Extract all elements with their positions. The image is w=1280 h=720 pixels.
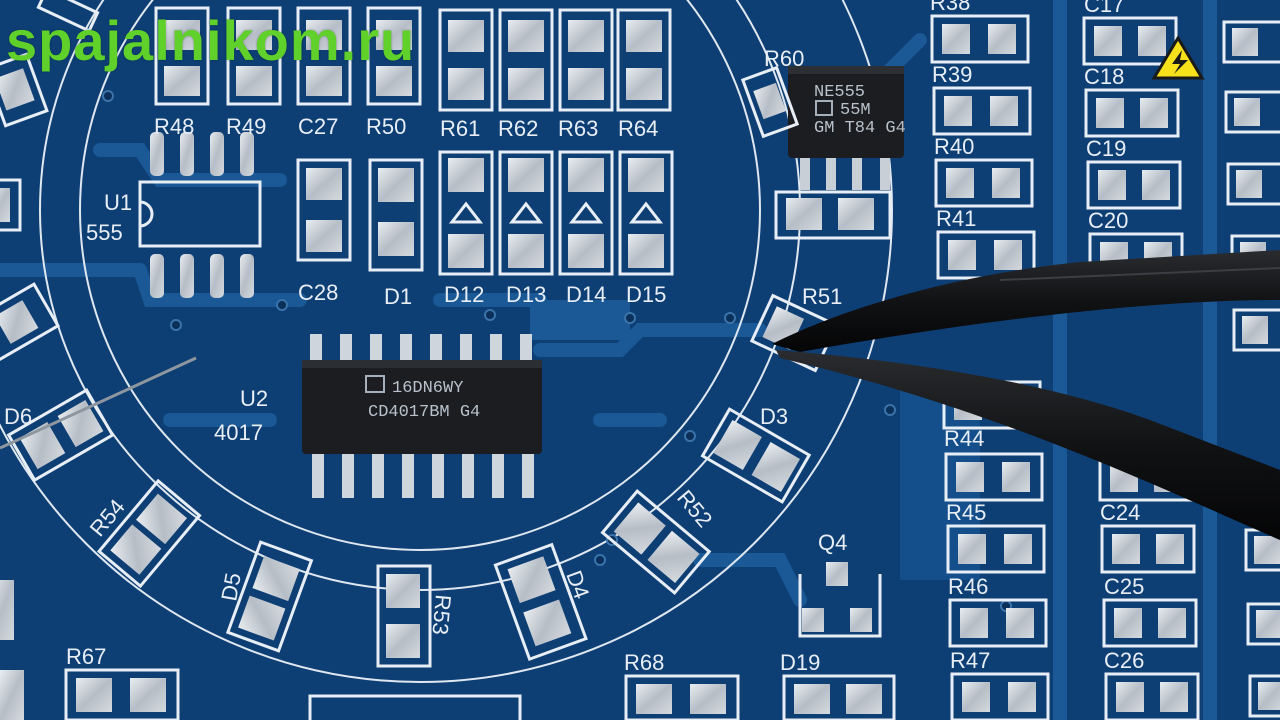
label-u1: U1 [104, 190, 132, 215]
label-r40: R40 [934, 134, 974, 159]
footprint-d4 [493, 542, 588, 662]
label-r61: R61 [440, 116, 480, 141]
label-d1: D1 [384, 284, 412, 309]
label-d3: D3 [760, 404, 788, 429]
label-r53: R53 [428, 594, 456, 636]
watermark: spajalnikom.ru [6, 9, 416, 72]
label-r45: R45 [946, 500, 986, 525]
label-r64: R64 [618, 116, 658, 141]
label-c18: C18 [1084, 64, 1124, 89]
footprint-r53 [376, 564, 432, 668]
silkscreen-ring-outer [0, 0, 893, 683]
label-u1-type: 555 [86, 220, 123, 245]
high-voltage-warning-icon [1151, 35, 1205, 80]
footprint-r52 [600, 489, 712, 596]
label-c28: C28 [298, 280, 338, 305]
footprint-right-resistors [930, 14, 1050, 720]
cd4017-marking-1: 16DN6WY [392, 379, 463, 398]
ne555-marking-1: NE555 [814, 83, 865, 102]
label-c20: C20 [1088, 208, 1128, 233]
label-c19: C19 [1086, 136, 1126, 161]
label-r67: R67 [66, 644, 106, 669]
label-r48: R48 [154, 114, 194, 139]
footprint-d3 [700, 407, 812, 504]
label-r68: R68 [624, 650, 664, 675]
footprint-bottom-row [0, 668, 896, 720]
label-c27: C27 [298, 114, 338, 139]
footprint-row-top [154, 6, 422, 106]
silkscreen-ring-inner [79, 0, 761, 551]
footprint-d6-left [0, 282, 61, 363]
label-d5: D5 [216, 571, 246, 603]
wire-lead [0, 356, 197, 450]
label-c24: C24 [1100, 500, 1140, 525]
label-d6: D6 [4, 404, 32, 429]
tweezers [772, 250, 1280, 540]
label-d12: D12 [444, 282, 484, 307]
label-c25: C25 [1104, 574, 1144, 599]
label-c26: C26 [1104, 648, 1144, 673]
ne555-chip [788, 66, 904, 190]
label-r50: R50 [366, 114, 406, 139]
footprint-u1 [138, 132, 262, 298]
copper-traces [0, 0, 1217, 720]
label-d19: D19 [780, 650, 820, 675]
footprint-far-right [1222, 20, 1280, 718]
ne555-marking-3: GM T84 G4 [814, 119, 906, 138]
label-r63: R63 [558, 116, 598, 141]
label-r60: R60 [764, 46, 804, 71]
label-r38: R38 [930, 0, 970, 15]
footprint-c28-d1 [296, 158, 424, 272]
chip-markings: NE555 55M GM T84 G4 16DN6WY CD4017BM G4 [365, 83, 906, 422]
label-d13: D13 [506, 282, 546, 307]
label-u2-type: 4017 [214, 420, 263, 445]
footprint-left-edge [0, 0, 100, 640]
footprint-q4 [798, 562, 882, 638]
footprint-d5 [225, 540, 314, 653]
copper-pour [530, 300, 630, 340]
label-r41: R41 [936, 206, 976, 231]
label-u2: U2 [240, 386, 268, 411]
footprint-r54 [96, 478, 202, 589]
label-r44: R44 [944, 426, 984, 451]
footprint-r61-r64 [438, 8, 672, 112]
label-r47: R47 [950, 648, 990, 673]
label-r39: R39 [932, 62, 972, 87]
label-r46: R46 [948, 574, 988, 599]
ti-logo-icon [365, 100, 833, 393]
label-r51: R51 [802, 284, 842, 309]
ne555-pads [740, 65, 892, 240]
label-q4: Q4 [818, 530, 847, 555]
label-r49: R49 [226, 114, 266, 139]
cd4017-chip [302, 334, 542, 498]
cd4017-marking-2: CD4017BM G4 [368, 403, 480, 422]
label-c17: C17 [1084, 0, 1124, 17]
footprint-d12-d15 [438, 150, 674, 276]
label-r62: R62 [498, 116, 538, 141]
label-d15: D15 [626, 282, 666, 307]
ne555-marking-2: 55M [840, 101, 871, 120]
label-d14: D14 [566, 282, 606, 307]
